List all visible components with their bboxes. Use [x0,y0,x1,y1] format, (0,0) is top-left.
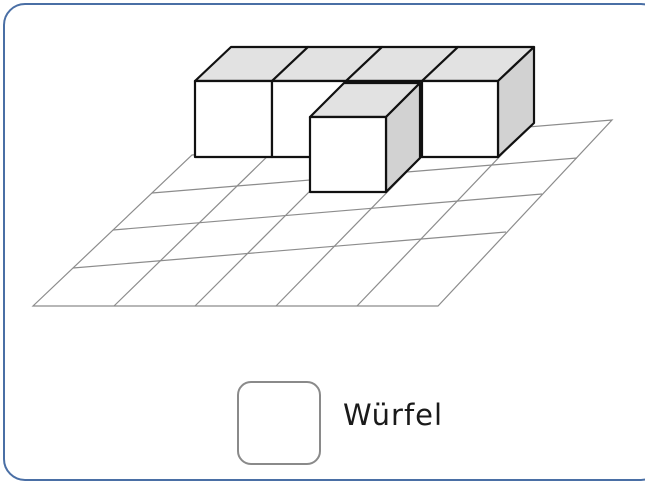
cube-front [420,79,500,159]
cube-front [193,79,274,159]
answer-input-box[interactable] [237,381,321,465]
cube-row-back [193,45,536,159]
answer-unit-label: Würfel [343,398,444,432]
cube-front [308,115,388,194]
cube-front-single [308,81,422,194]
